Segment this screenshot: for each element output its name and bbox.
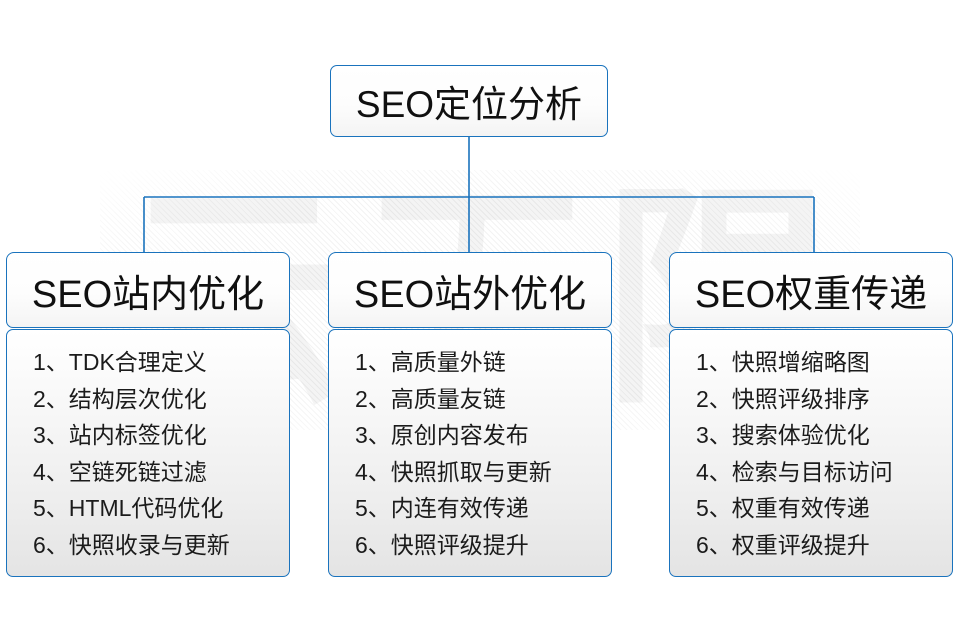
node-branch-3-body: 1、快照增缩略图 2、快照评级排序 3、搜索体验优化 4、检索与目标访问 5、权…	[669, 329, 953, 577]
list-item: 1、快照增缩略图	[696, 349, 870, 375]
branch-1-item-list: 1、TDK合理定义 2、结构层次优化 3、站内标签优化 4、空链死链过滤 5、H…	[7, 344, 289, 563]
branch-3-item-list: 1、快照增缩略图 2、快照评级排序 3、搜索体验优化 4、检索与目标访问 5、权…	[670, 344, 952, 563]
node-root[interactable]: SEO定位分析	[330, 65, 608, 137]
node-branch-2-body: 1、高质量外链 2、高质量友链 3、原创内容发布 4、快照抓取与更新 5、内连有…	[328, 329, 612, 577]
list-item: 6、快照评级提升	[355, 531, 529, 558]
list-item: 1、高质量外链	[355, 349, 506, 375]
list-item: 2、结构层次优化	[33, 385, 207, 412]
list-item: 4、空链死链过滤	[33, 458, 207, 485]
node-branch-3[interactable]: SEO权重传递 1、快照增缩略图 2、快照评级排序 3、搜索体验优化 4、检索与…	[669, 252, 953, 577]
list-item: 1、TDK合理定义	[33, 349, 207, 375]
node-branch-1-title: SEO站内优化	[6, 252, 290, 328]
list-item: 3、原创内容发布	[355, 422, 529, 448]
node-branch-1[interactable]: SEO站内优化 1、TDK合理定义 2、结构层次优化 3、站内标签优化 4、空链…	[6, 252, 290, 577]
list-item: 4、快照抓取与更新	[355, 458, 552, 485]
node-branch-1-body: 1、TDK合理定义 2、结构层次优化 3、站内标签优化 4、空链死链过滤 5、H…	[6, 329, 290, 577]
list-item: 2、快照评级排序	[696, 385, 870, 412]
node-branch-2-title: SEO站外优化	[328, 252, 612, 328]
branch-2-item-list: 1、高质量外链 2、高质量友链 3、原创内容发布 4、快照抓取与更新 5、内连有…	[329, 344, 611, 563]
node-root-title: SEO定位分析	[330, 65, 608, 137]
list-item: 5、HTML代码优化	[33, 495, 224, 521]
node-branch-2[interactable]: SEO站外优化 1、高质量外链 2、高质量友链 3、原创内容发布 4、快照抓取与…	[328, 252, 612, 577]
list-item: 4、检索与目标访问	[696, 458, 893, 485]
list-item: 6、快照收录与更新	[33, 531, 230, 558]
list-item: 5、内连有效传递	[355, 495, 529, 521]
list-item: 5、权重有效传递	[696, 495, 870, 521]
node-branch-3-title: SEO权重传递	[669, 252, 953, 328]
list-item: 3、搜索体验优化	[696, 422, 870, 448]
list-item: 6、权重评级提升	[696, 531, 870, 558]
list-item: 2、高质量友链	[355, 385, 506, 412]
list-item: 3、站内标签优化	[33, 422, 207, 448]
